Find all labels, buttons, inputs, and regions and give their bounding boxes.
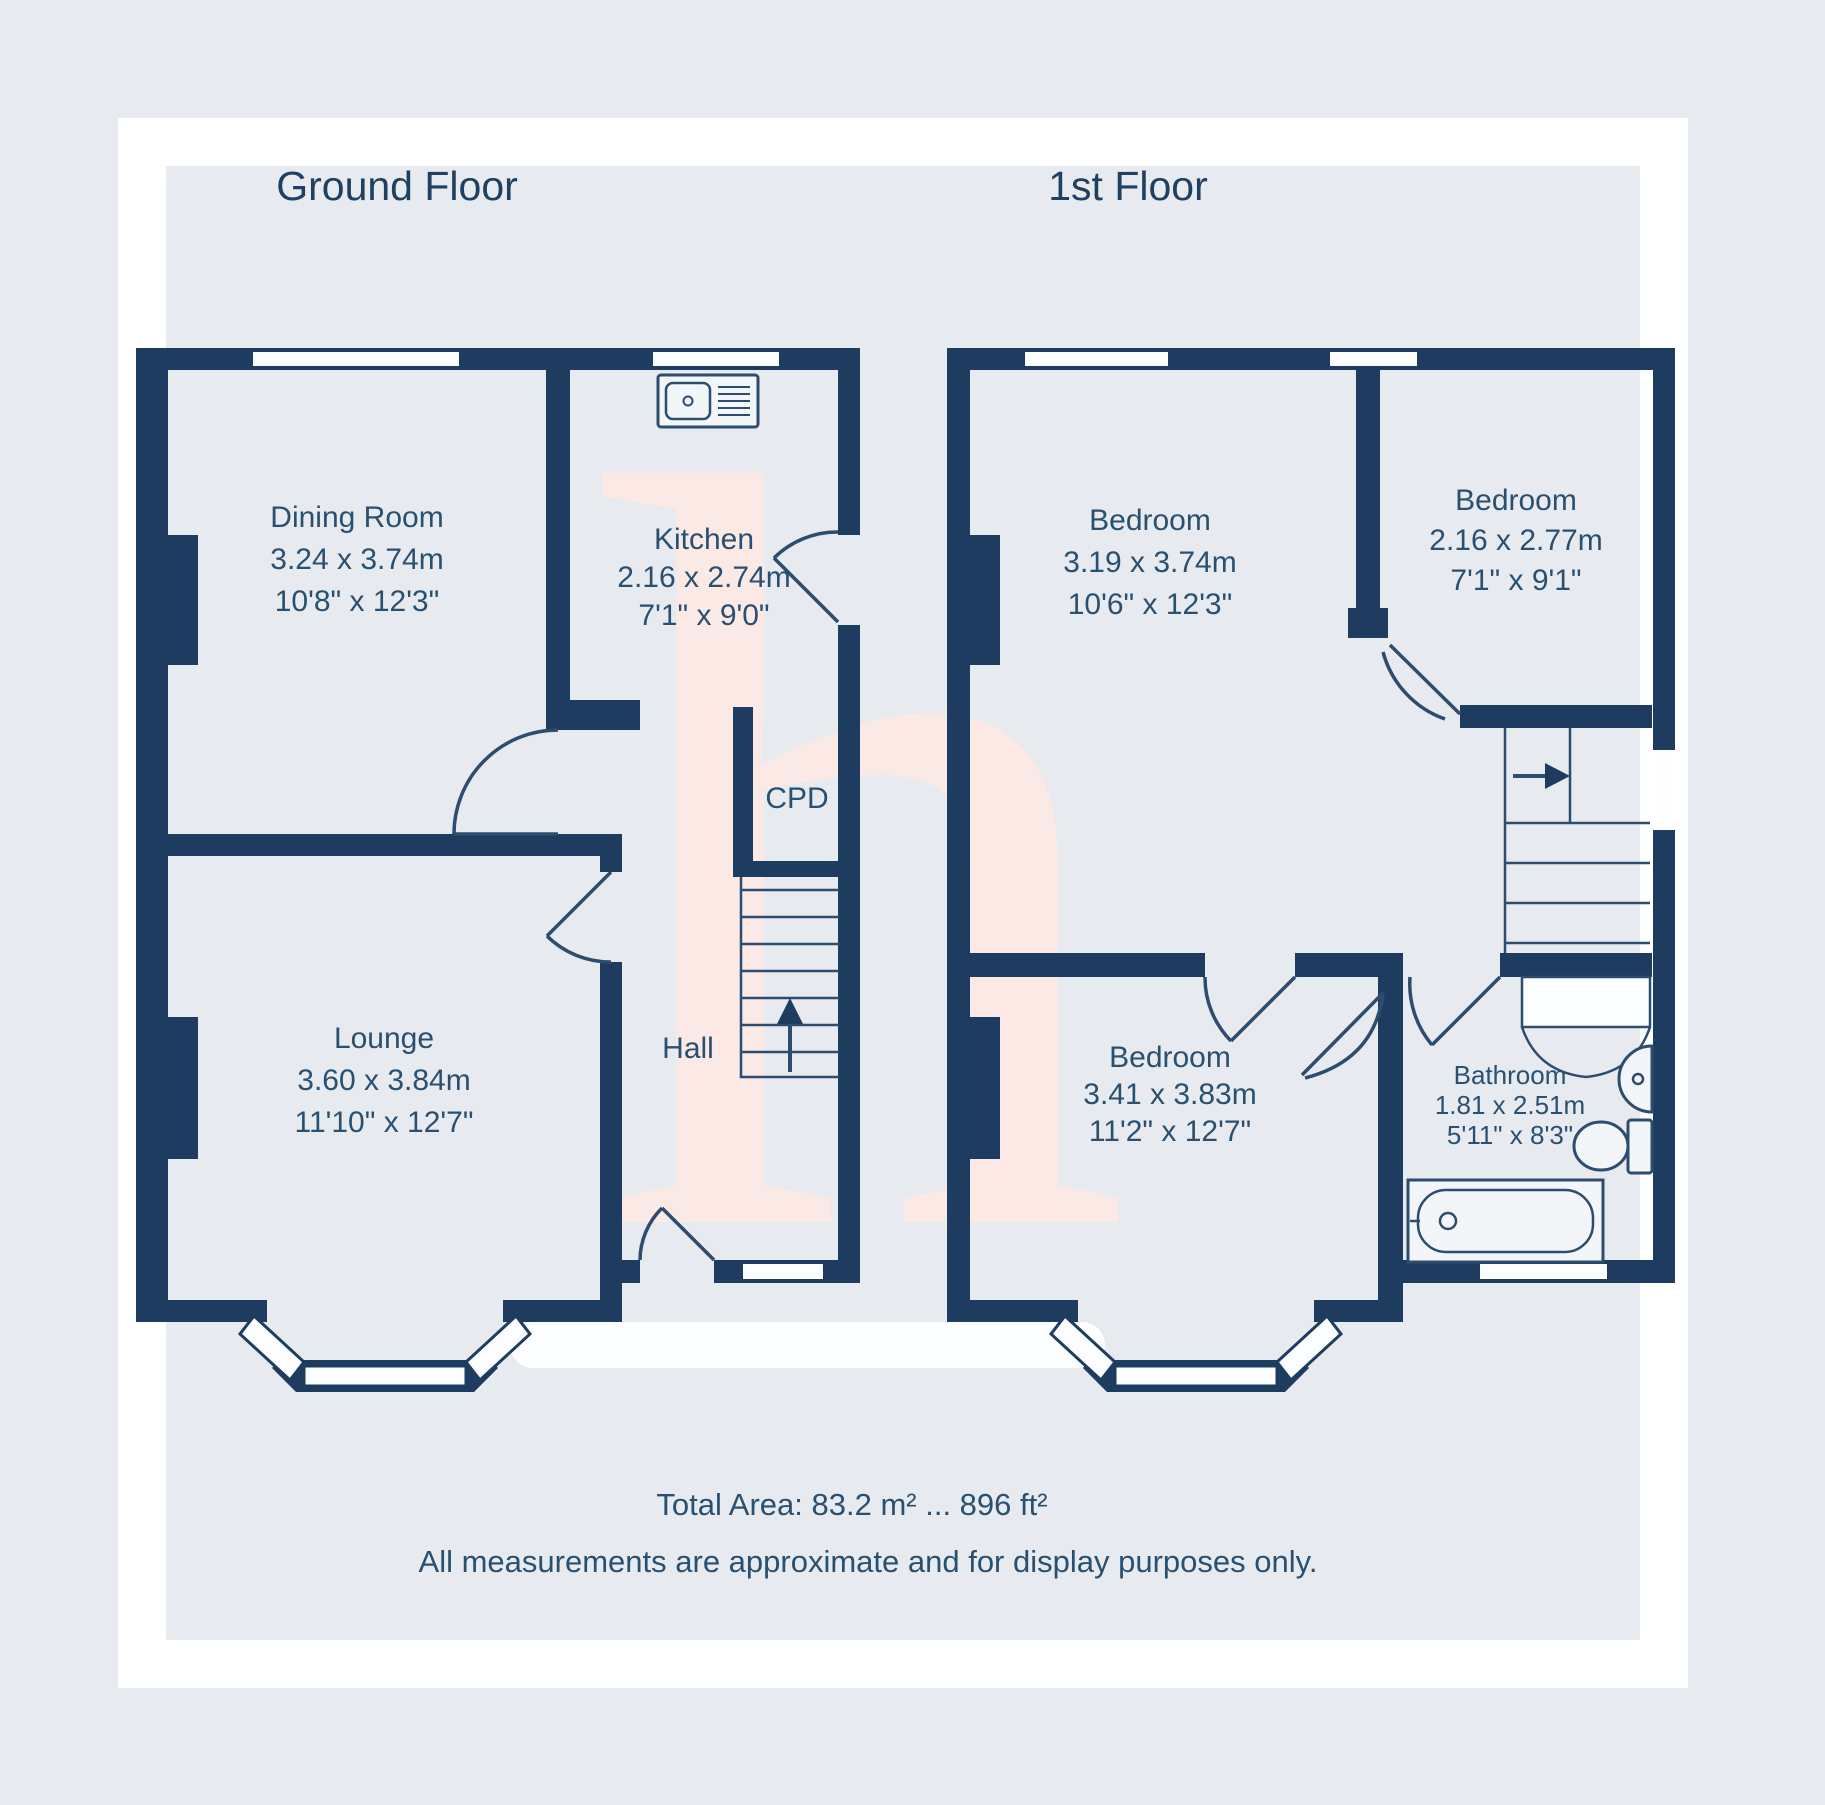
kitchen-sink-icon bbox=[656, 373, 760, 429]
chimney-breast bbox=[970, 1017, 1000, 1159]
bedroom3-door-arc bbox=[1304, 992, 1385, 1080]
stairs-up-arrow bbox=[777, 998, 803, 1024]
front-door-arc bbox=[638, 1206, 664, 1261]
bathroom-door-leaf bbox=[1430, 975, 1502, 1047]
bedroom2-metric: 2.16 x 2.77m bbox=[1429, 524, 1602, 557]
ground-floor-title: Ground Floor bbox=[276, 163, 518, 209]
lounge-imperial: 11'10" x 12'7" bbox=[295, 1106, 474, 1139]
bathroom-label: Bathroom bbox=[1454, 1060, 1567, 1090]
ground-room-labels: Dining Room 3.24 x 3.74m 10'8" x 12'3" K… bbox=[270, 501, 828, 1139]
lounge-door-leaf bbox=[545, 870, 613, 938]
ground-stairs bbox=[739, 877, 839, 1079]
bay-window-glass bbox=[302, 1364, 468, 1388]
landing-window bbox=[1657, 752, 1671, 828]
bedroom2-door-leaf bbox=[1388, 643, 1462, 716]
landing-wall bbox=[947, 953, 1205, 977]
disclaimer-text: All measurements are approximate and for… bbox=[419, 1544, 1318, 1579]
ground-floor-plan bbox=[136, 348, 860, 1392]
bedroom3-metric: 3.41 x 3.83m bbox=[1083, 1078, 1256, 1111]
kitchen-door-leaf bbox=[772, 556, 840, 624]
dining-lounge-wall bbox=[136, 834, 600, 856]
bedroom2-imperial: 7'1" x 9'1" bbox=[1450, 564, 1581, 597]
bathroom-metric: 1.81 x 2.51m bbox=[1435, 1090, 1585, 1120]
window bbox=[253, 352, 459, 366]
bathroom-wall bbox=[1378, 953, 1403, 1322]
bathroom-door-arc bbox=[1408, 976, 1434, 1047]
window bbox=[1025, 352, 1168, 366]
lounge-metric: 3.60 x 3.84m bbox=[297, 1064, 470, 1097]
kitchen-door-arc bbox=[772, 530, 839, 560]
bathroom-window bbox=[1480, 1264, 1607, 1279]
basin-icon bbox=[1617, 1044, 1654, 1114]
cpd-wall bbox=[733, 707, 753, 877]
toilet-icon bbox=[1572, 1118, 1654, 1175]
kitchen-imperial: 7'1" x 9'0" bbox=[638, 599, 769, 632]
first-doors bbox=[1203, 643, 1502, 1080]
kitchen-divider-wall bbox=[546, 370, 570, 730]
bedroom1-imperial: 10'6" x 12'3" bbox=[1068, 588, 1233, 621]
first-room-labels: Bedroom 3.19 x 3.74m 10'6" x 12'3" Bedro… bbox=[1063, 484, 1602, 1150]
bedroom2-label: Bedroom bbox=[1455, 484, 1577, 517]
front-door-leaf bbox=[660, 1206, 716, 1262]
chimney-breast bbox=[970, 535, 1000, 665]
hall-label: Hall bbox=[662, 1032, 714, 1065]
stairs-down-arrow bbox=[1545, 763, 1570, 789]
bedroom1-metric: 3.19 x 3.74m bbox=[1063, 546, 1236, 579]
bedroom1-door-arc bbox=[1203, 976, 1233, 1043]
bedroom-divider-wall bbox=[1356, 370, 1380, 610]
bedroom2-door-arc bbox=[1381, 651, 1446, 721]
window bbox=[1330, 352, 1417, 366]
ground-doors bbox=[452, 530, 840, 1262]
bedroom1-door-leaf bbox=[1229, 975, 1297, 1043]
first-floor-plan bbox=[947, 348, 1675, 1392]
hall-window bbox=[743, 1264, 823, 1279]
window bbox=[653, 352, 779, 366]
total-area-text: Total Area: 83.2 m² ... 896 ft² bbox=[656, 1487, 1047, 1522]
bay-window-glass bbox=[1113, 1364, 1279, 1388]
lounge-label: Lounge bbox=[334, 1022, 434, 1055]
ground-bay-window bbox=[227, 1300, 543, 1392]
kitchen-metric: 2.16 x 2.74m bbox=[617, 561, 790, 594]
kitchen-label: Kitchen bbox=[654, 523, 754, 556]
bathroom-cupboard-icon bbox=[1520, 975, 1652, 1079]
dining-door-arc bbox=[452, 728, 559, 835]
bedroom1-label: Bedroom bbox=[1089, 504, 1211, 537]
watermark-h: h bbox=[592, 260, 1132, 1456]
masked-label-pill bbox=[510, 1322, 1105, 1368]
dining-room-label: Dining Room bbox=[270, 501, 443, 534]
cpd-label: CPD bbox=[765, 782, 828, 815]
footer: Total Area: 83.2 m² ... 896 ft² All meas… bbox=[419, 1487, 1318, 1579]
bedroom2-bottom-wall bbox=[1460, 705, 1652, 728]
bathroom-imperial: 5'11" x 8'3" bbox=[1447, 1120, 1573, 1150]
bathtub-icon bbox=[1406, 1178, 1605, 1264]
bedroom3-door-leaf bbox=[1300, 991, 1385, 1077]
chimney-breast bbox=[168, 1017, 198, 1159]
dining-room-imperial: 10'8" x 12'3" bbox=[275, 585, 440, 618]
bedroom3-imperial: 11'2" x 12'7" bbox=[1089, 1115, 1251, 1148]
bedroom3-label: Bedroom bbox=[1109, 1041, 1231, 1074]
first-stairs bbox=[1503, 728, 1650, 953]
first-bay-window bbox=[1038, 1300, 1354, 1392]
first-windows bbox=[1025, 352, 1671, 1279]
ground-windows bbox=[253, 352, 823, 1279]
first-floor-title: 1st Floor bbox=[1048, 163, 1208, 209]
lounge-door-arc bbox=[545, 934, 612, 964]
chimney-breast bbox=[168, 535, 198, 665]
dining-room-metric: 3.24 x 3.74m bbox=[270, 543, 443, 576]
